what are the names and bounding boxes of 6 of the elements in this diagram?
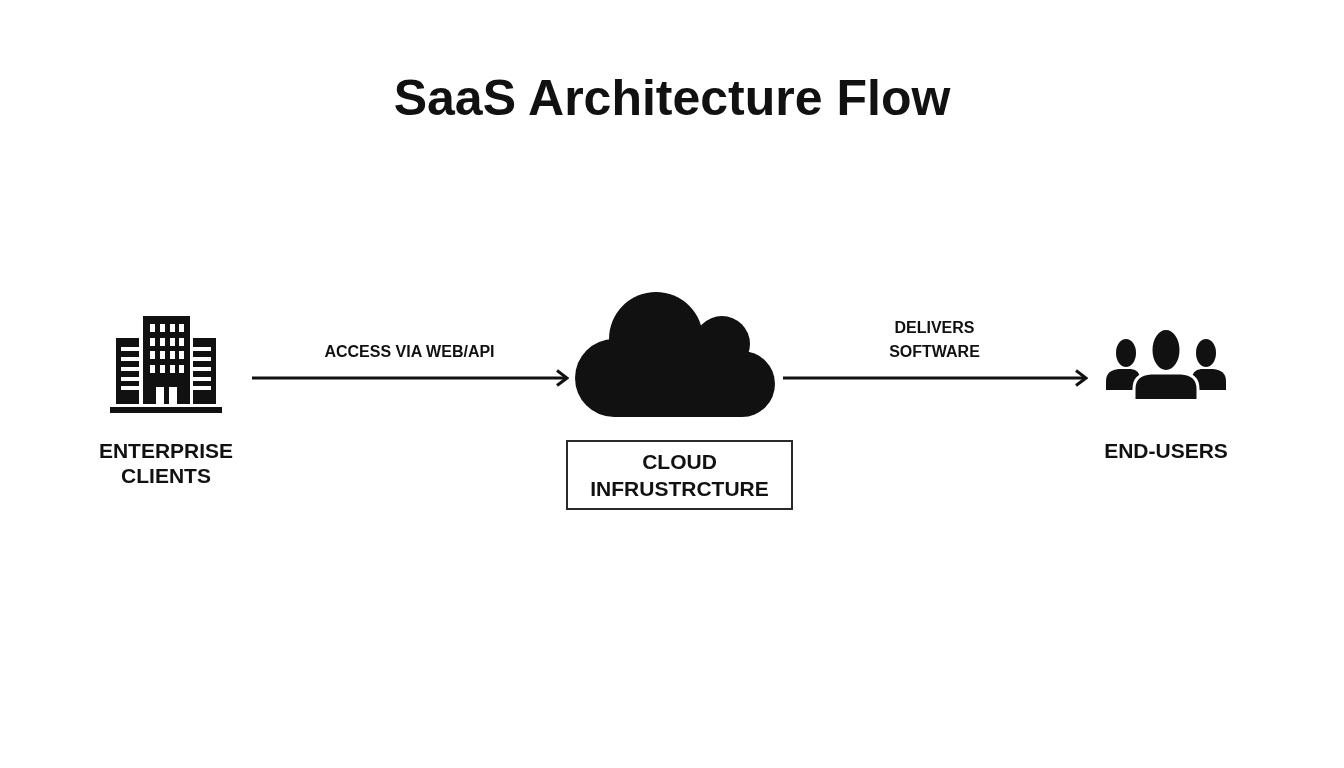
process-box: CLOUD INFRUSTRCTURE [566, 440, 793, 510]
node-label: END-USERS [1104, 438, 1228, 463]
arrow [783, 369, 1088, 387]
node-label: ENTERPRISE CLIENTS [97, 438, 235, 488]
diagram-title: SaaS Architecture Flow [393, 70, 951, 126]
arrow [252, 369, 569, 387]
